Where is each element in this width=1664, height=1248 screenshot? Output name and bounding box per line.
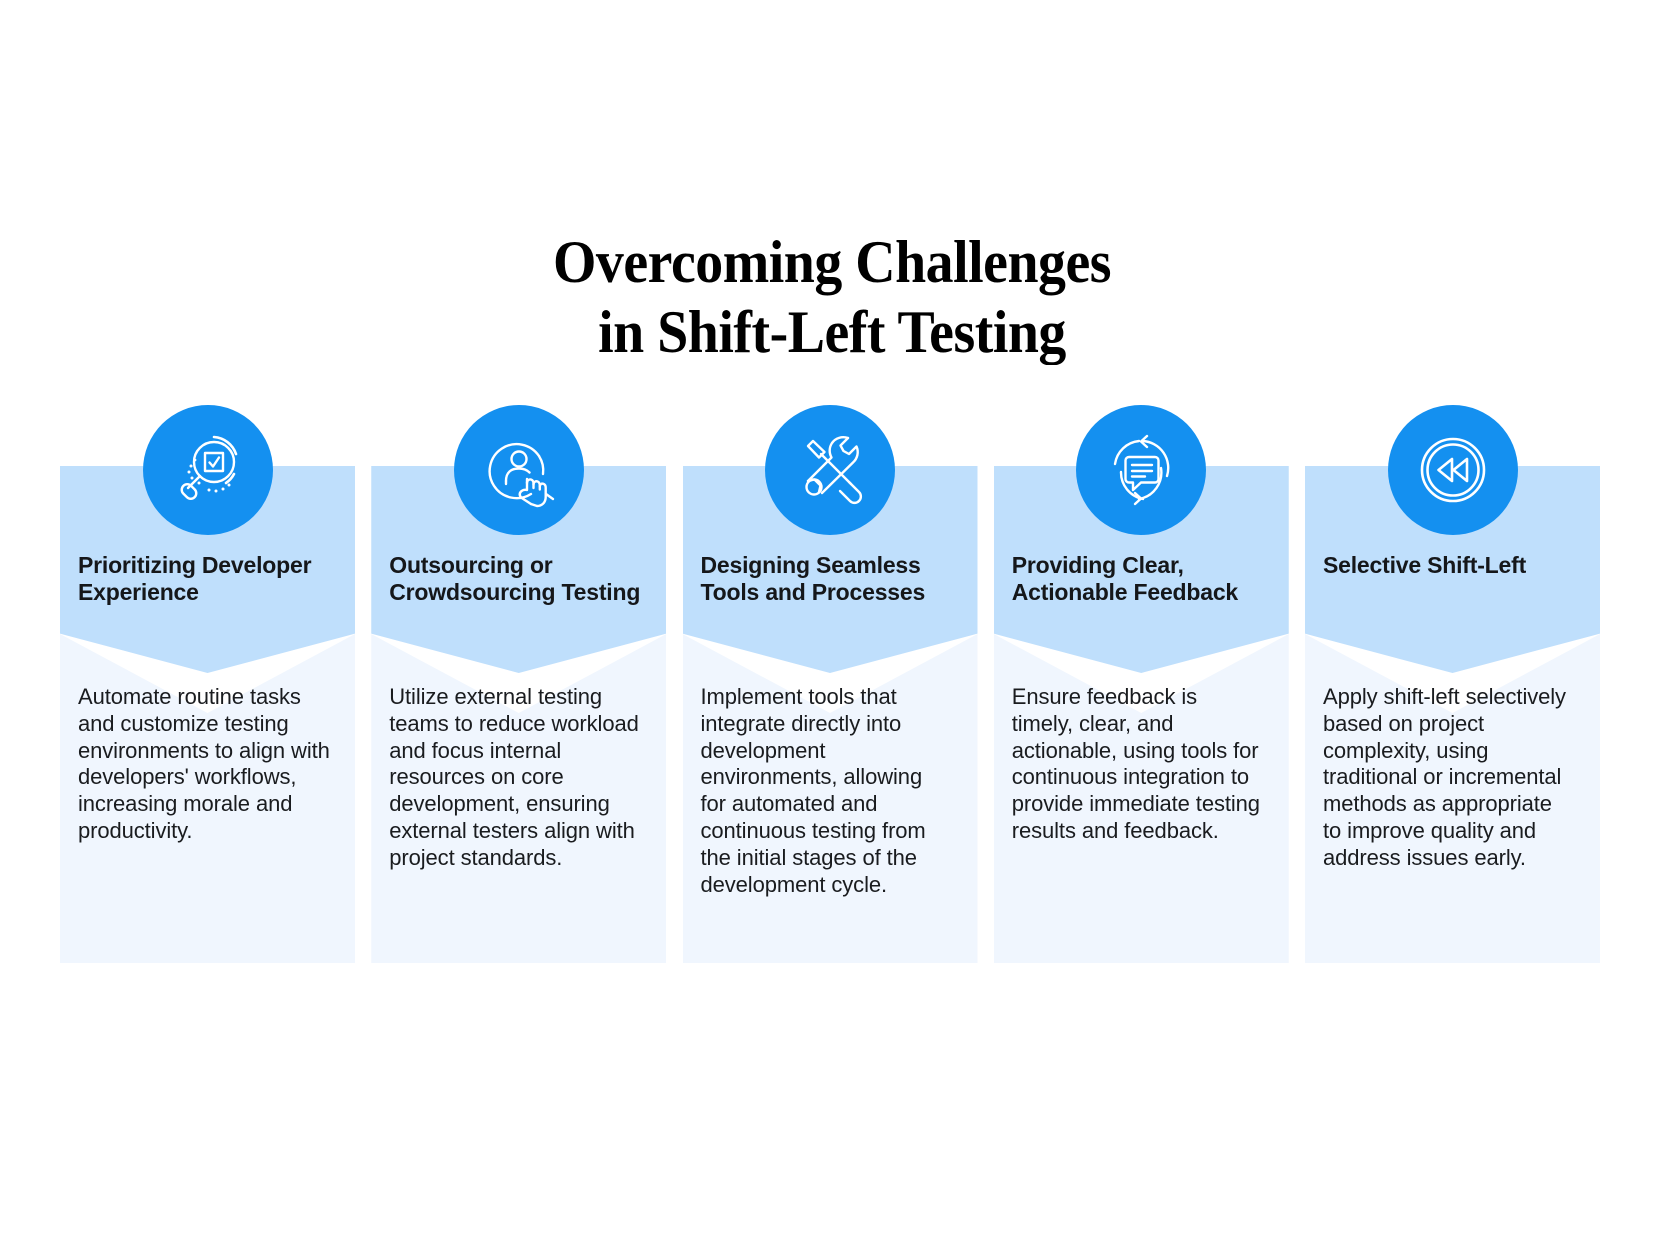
card-title: Designing Seamless Tools and Processes xyxy=(700,552,926,606)
card-description: Apply shift-left selectively based on pr… xyxy=(1323,684,1566,870)
card-designing-seamless-tools-and-processes[interactable]: Designing Seamless Tools and Processes I… xyxy=(682,405,978,963)
speech-bubble-feedback-loop-icon xyxy=(1076,405,1207,535)
card-title: Outsourcing or Crowdsourcing Testing xyxy=(389,552,641,606)
card-title: Providing Clear, Actionable Feedback xyxy=(1011,552,1239,606)
card-providing-clear-actionable-feedback[interactable]: Providing Clear, Actionable Feedback Ens… xyxy=(993,405,1289,963)
card-prioritizing-developer-experience[interactable]: Prioritizing Developer Experience Automa… xyxy=(60,405,355,963)
card-description: Automate routine tasks and customize tes… xyxy=(78,684,330,844)
card-row: Prioritizing Developer Experience Automa… xyxy=(60,405,1600,966)
magnifier-checkbox-icon xyxy=(142,405,273,535)
card-description: Implement tools that integrate directly … xyxy=(700,684,926,897)
page-title: Overcoming Challenges in Shift-Left Test… xyxy=(58,228,1606,367)
page-title-line-2: in Shift-Left Testing xyxy=(598,298,1066,365)
card-title: Prioritizing Developer Experience xyxy=(78,552,312,606)
page-title-line-1: Overcoming Challenges xyxy=(552,229,1112,295)
card-selective-shift-left[interactable]: Selective Shift-Left Apply shift-left se… xyxy=(1305,405,1600,963)
card-description: Ensure feedback is timely, clear, and ac… xyxy=(1011,684,1260,844)
rewind-shift-left-icon xyxy=(1387,405,1518,535)
card-outsourcing-or-crowdsourcing-testing[interactable]: Outsourcing or Crowdsourcing Testing Uti… xyxy=(371,405,667,963)
card-title: Selective Shift-Left xyxy=(1323,552,1527,578)
person-hand-pointer-icon xyxy=(453,405,584,535)
screwdriver-wrench-tools-icon xyxy=(765,405,895,535)
card-description: Utilize external testing teams to reduce… xyxy=(389,684,639,870)
